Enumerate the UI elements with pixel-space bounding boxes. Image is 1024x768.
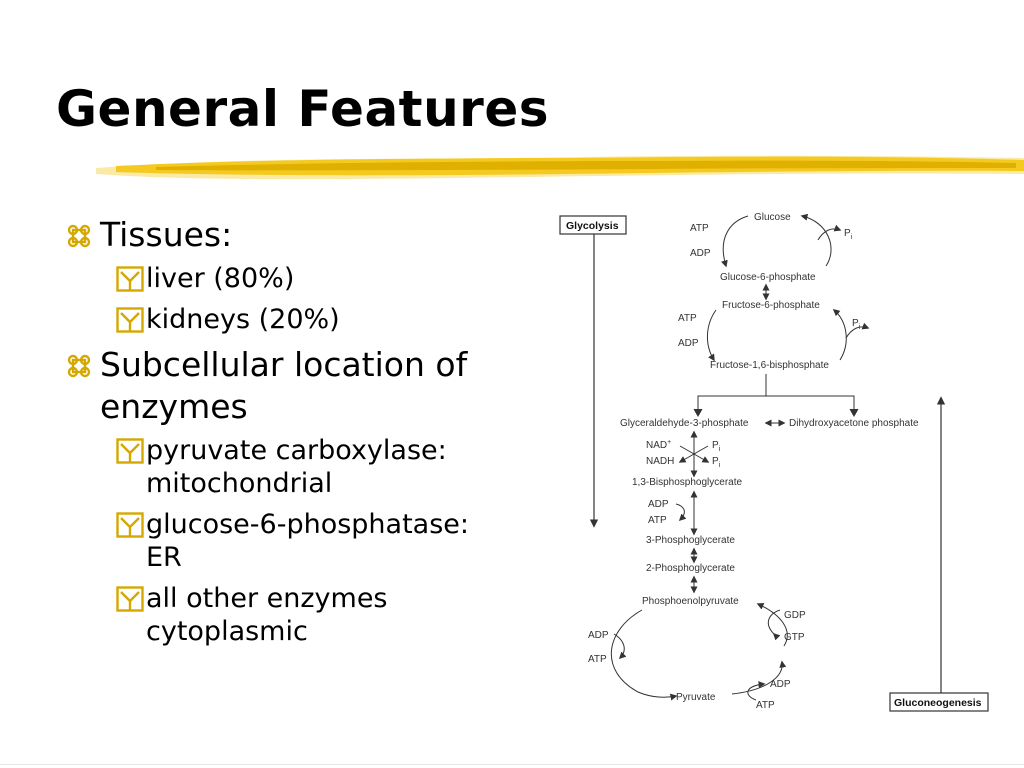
checkbox-icon [116, 512, 144, 538]
bullet-list: Tissues: liver (80%) kidneys (20%) Subce… [62, 214, 532, 656]
cofactor-atp: ATP [588, 654, 607, 665]
sub-bullet-glucose-6-phosphatase: glucose-6-phosphatase: ER [62, 508, 532, 574]
cofactor-adp: ADP [690, 248, 711, 259]
metabolite-glyceraldehyde-3-phosphate: Glyceraldehyde-3-phosphate [620, 418, 749, 429]
sub-bullet-text-line: glucose-6-phosphatase: [146, 509, 469, 540]
metabolite-phosphoenolpyruvate: Phosphoenolpyruvate [642, 596, 739, 607]
glycolysis-label-box [559, 215, 627, 235]
pathway-arrowhead [849, 408, 859, 418]
glycolysis-gluconeogenesis-diagram: Glycolysis Gluconeogenesis Glucose ATP A… [559, 212, 989, 712]
bullet-text: Tissues: [100, 215, 233, 254]
bullet-text-line: enzymes [100, 387, 248, 426]
cofactor-atp: ATP [648, 515, 667, 526]
checkbox-icon [116, 438, 144, 464]
cofactor-adp: ADP [588, 630, 609, 641]
metabolite-glucose: Glucose [754, 212, 791, 223]
pathway-arrow [845, 322, 870, 339]
cofactor-nad: NAD+ [646, 439, 671, 451]
metabolite-pyruvate: Pyruvate [676, 692, 716, 703]
title-underline-brushstroke [96, 155, 1024, 180]
sub-bullet-text-line: mitochondrial [146, 468, 333, 499]
pathway-arrow [832, 309, 847, 361]
pathway-arrow [800, 213, 832, 267]
sub-bullet-pyruvate-carboxylase: pyruvate carboxylase: mitochondrial [62, 434, 532, 500]
sub-bullet-text-line: all other enzymes [146, 583, 388, 614]
bullet-text-line: Subcellular location of [100, 345, 468, 384]
pathway-arrow [767, 609, 781, 641]
cofactor-atp: ATP [756, 700, 775, 711]
footer-divider [0, 764, 1024, 765]
sub-bullet-kidneys: kidneys (20%) [62, 303, 532, 336]
checkbox-icon [116, 307, 144, 333]
pathway-arrow [613, 633, 627, 660]
sub-bullet-liver: liver (80%) [62, 262, 532, 295]
pathway-arrow [611, 609, 678, 701]
checkbox-icon [116, 586, 144, 612]
bullet-subcellular-location: Subcellular location of enzymes [62, 344, 532, 428]
bullet-tissues: Tissues: [62, 214, 532, 256]
pathway-arrow [675, 503, 687, 522]
metabolite-2-phosphoglycerate: 2-Phosphoglycerate [646, 563, 735, 574]
sub-bullet-text-line: pyruvate carboxylase: [146, 435, 447, 466]
sub-bullet-text: liver (80%) [146, 263, 295, 294]
pathway-arrow [721, 215, 749, 268]
cofactor-adp: ADP [770, 679, 791, 690]
checkbox-icon [116, 266, 144, 292]
sub-bullet-text: kidneys (20%) [146, 304, 340, 335]
aldolase-split-lines [697, 374, 855, 414]
sub-bullet-other-enzymes: all other enzymes cytoplasmic [62, 582, 532, 648]
metabolite-glucose-6-phosphate: Glucose-6-phosphate [720, 272, 816, 283]
sub-bullet-text-line: ER [146, 542, 182, 573]
slide-title: General Features [56, 80, 550, 138]
metabolite-1-3-bisphosphoglycerate: 1,3-Bisphosphoglycerate [632, 477, 743, 488]
pathway-arrow [707, 309, 717, 362]
metabolite-fructose-6-phosphate: Fructose-6-phosphate [722, 300, 820, 311]
pathway-arrow [678, 445, 709, 463]
gluconeogenesis-label-box [889, 692, 989, 712]
command-key-icon [67, 224, 91, 248]
cofactor-pi: Pi [712, 456, 721, 469]
cofactor-adp: ADP [678, 338, 699, 349]
cofactor-pi: Pi [712, 440, 721, 453]
pathway-arrow [817, 224, 842, 241]
cofactor-atp: ATP [690, 223, 709, 234]
metabolite-dihydroxyacetone-phosphate: Dihydroxyacetone phosphate [789, 418, 919, 429]
pathway-arrow [756, 603, 788, 647]
pathway-arrow [731, 660, 787, 695]
pathway-arrow [747, 681, 766, 701]
metabolite-3-phosphoglycerate: 3-Phosphoglycerate [646, 535, 735, 546]
cofactor-adp: ADP [648, 499, 669, 510]
cofactor-atp: ATP [678, 313, 697, 324]
metabolite-fructose-1-6-bisphosphate: Fructose-1,6-bisphosphate [710, 360, 829, 371]
pathway-arrowhead [693, 408, 703, 418]
cofactor-pi: Pi [852, 318, 861, 331]
command-key-icon [67, 354, 91, 378]
cofactor-gtp: GTP [784, 632, 805, 643]
glycolysis-label: Glycolysis [566, 220, 619, 232]
cofactor-nadh: NADH [646, 456, 674, 467]
cofactor-gdp: GDP [784, 610, 806, 621]
cofactor-pi: Pi [844, 228, 853, 241]
gluconeogenesis-label: Gluconeogenesis [894, 697, 982, 709]
sub-bullet-text-line: cytoplasmic [146, 616, 308, 647]
